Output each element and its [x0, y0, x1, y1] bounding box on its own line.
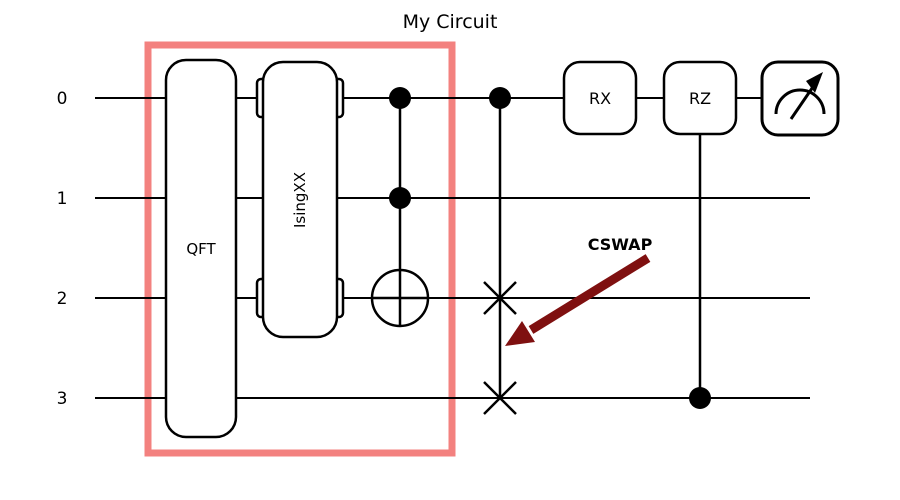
isingxx-gate-box [261, 60, 339, 339]
cswap-annotation-arrowhead [505, 321, 535, 346]
circuit-title: My Circuit [403, 11, 498, 33]
wire-label-0: 0 [57, 89, 68, 109]
qft-gate: QFT [164, 58, 238, 439]
wire-label-2: 2 [57, 289, 68, 309]
measurement-gate [760, 60, 840, 137]
cswap-annotation: CSWAP [505, 235, 653, 346]
cswap-control-dot [489, 87, 511, 109]
cswap-gate [483, 87, 517, 415]
rz-gate: RZ [662, 60, 738, 409]
rz-gate-label: RZ [689, 89, 711, 108]
measurement-icon [774, 72, 826, 120]
rx-gate-box [562, 60, 638, 136]
toffoli-gate [370, 87, 430, 328]
qft-gate-box [164, 58, 238, 439]
wire-label-3: 3 [57, 389, 68, 409]
cswap-annotation-arrow-shaft [528, 254, 651, 334]
rx-gate-label: RX [589, 89, 611, 108]
rz-control-dot-wire3 [689, 387, 711, 409]
qft-gate-label: QFT [186, 240, 216, 258]
highlight-box [144, 41, 456, 457]
isingxx-gate: IsingXX [255, 60, 345, 339]
rz-gate-box [662, 60, 738, 136]
rx-gate: RX [562, 60, 638, 136]
cswap-annotation-label: CSWAP [588, 235, 653, 254]
toffoli-control-dot-0 [389, 87, 411, 109]
swap-cross-wire3 [483, 381, 517, 415]
wire-label-1: 1 [57, 189, 68, 209]
toffoli-control-dot-1 [389, 187, 411, 209]
wire-labels: 0 1 2 3 [57, 89, 68, 409]
measurement-gate-box [760, 60, 840, 137]
isingxx-gate-label: IsingXX [291, 172, 309, 228]
swap-cross-wire2 [483, 281, 517, 315]
